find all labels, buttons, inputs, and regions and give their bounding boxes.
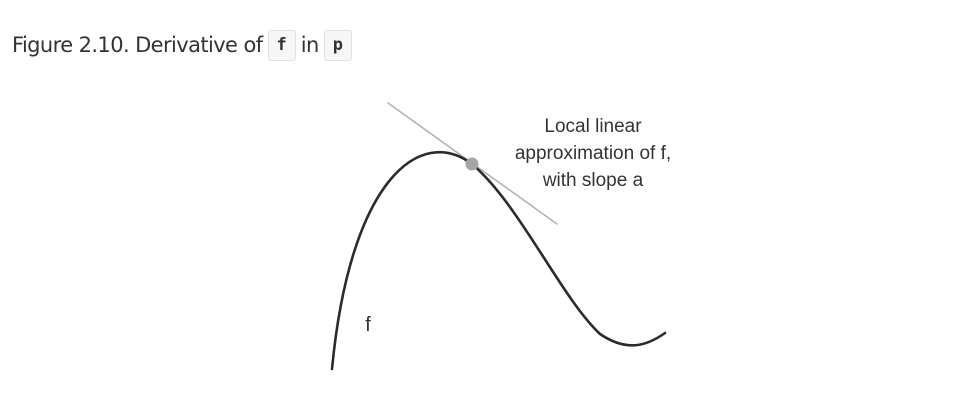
caption-middle: in [300,33,320,57]
figure-caption: Figure 2.10. Derivative of f in p [12,27,357,63]
caption-prefix: Figure 2.10. Derivative of [12,33,263,57]
annotation-line-1: Local linear [544,116,642,137]
annotation-line-3: with slope a [542,170,644,191]
curve-label-f: f [365,314,371,336]
function-curve-f [330,150,667,371]
tangent-point [465,157,479,171]
annotation-line-2: approximation of f, [515,143,671,164]
caption-code-p: p [323,29,352,61]
caption-code-f: f [267,29,296,61]
